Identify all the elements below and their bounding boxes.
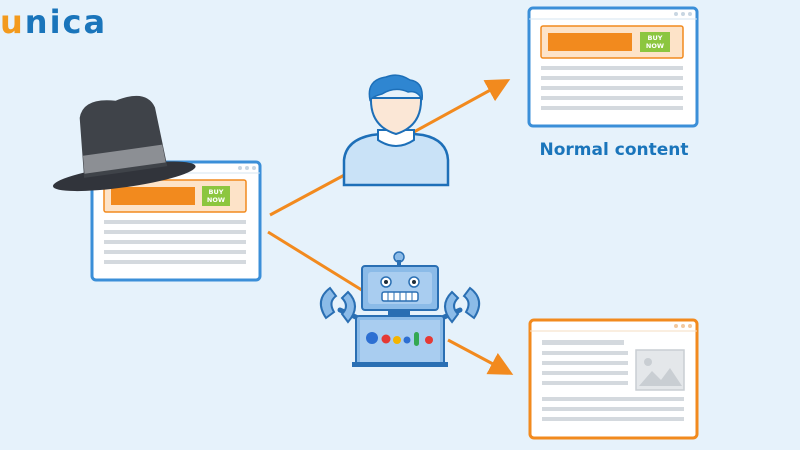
buy-now-button <box>640 32 670 52</box>
svg-text:NOW: NOW <box>646 42 664 50</box>
svg-text:BUY: BUY <box>648 34 663 42</box>
user-icon <box>342 74 450 187</box>
buy-now-button <box>202 186 230 206</box>
arrow-to-cloaked <box>267 230 514 375</box>
black-hat-icon <box>52 95 196 192</box>
browser-cloaked <box>528 318 699 440</box>
image-placeholder-icon <box>635 349 685 391</box>
arrow-to-normal <box>269 79 511 217</box>
robot-icon <box>319 251 481 367</box>
svg-text:NOW: NOW <box>207 196 225 204</box>
svg-text:BUY: BUY <box>209 188 224 196</box>
normal-content-caption: Normal content <box>539 140 689 160</box>
browser-normal: BUY NOW <box>527 6 699 128</box>
unica-logo: unica <box>0 3 108 41</box>
